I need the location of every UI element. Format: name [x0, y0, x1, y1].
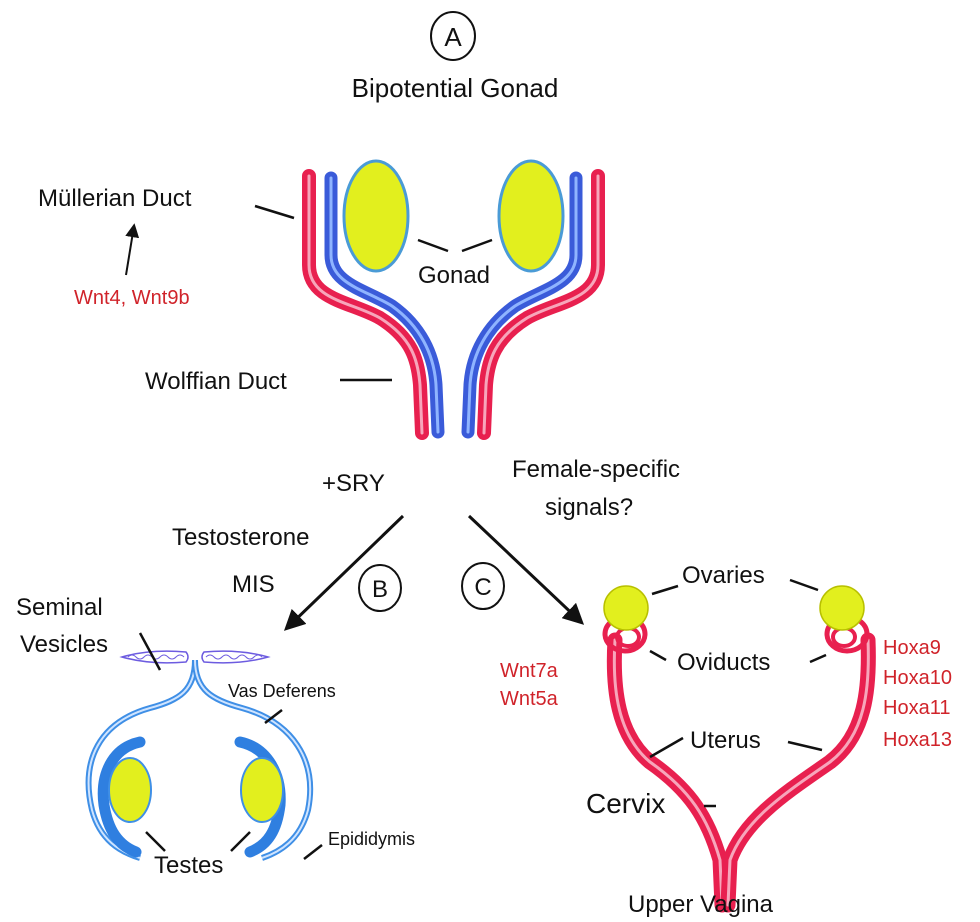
- wnt5a-label: Wnt5a: [500, 688, 559, 710]
- oviducts-label: Oviducts: [677, 649, 770, 676]
- gonad-leader-left: [417, 238, 449, 253]
- epididymis-leader: [303, 844, 323, 860]
- wnt-arrow: [125, 223, 140, 276]
- female-signals-line2: signals?: [545, 494, 633, 521]
- male-branch-arrow: [283, 514, 405, 631]
- mullerian-duct-label: Müllerian Duct: [38, 185, 192, 212]
- oviducts-leader-left: [649, 649, 667, 662]
- left-testis: [108, 757, 152, 823]
- testosterone-label: Testosterone: [172, 524, 309, 551]
- right-mullerian-highlight: [482, 174, 600, 435]
- panel-b-letter: B: [372, 576, 388, 603]
- hoxa9-label: Hoxa9: [883, 637, 941, 659]
- oviducts-leader-right: [809, 653, 827, 664]
- left-female-tract: [606, 632, 730, 913]
- gonad-label: Gonad: [418, 262, 490, 289]
- panel-a-circle: [430, 11, 476, 61]
- ovaries-leader-left: [651, 584, 679, 596]
- seminal-vesicles-line1: Seminal: [16, 594, 103, 621]
- right-vas-deferens-inner: [194, 659, 312, 859]
- right-wolffian-highlight: [466, 176, 578, 434]
- bipotential-gonad-title: Bipotential Gonad: [352, 73, 559, 103]
- wnt7a-label: Wnt7a: [500, 660, 559, 682]
- hoxa11-label: Hoxa11: [883, 697, 950, 719]
- left-mullerian-highlight: [307, 174, 424, 435]
- left-seminal-vesicle-coil: [127, 654, 185, 660]
- female-signals-line1: Female-specific: [512, 456, 680, 483]
- panel-c-female: Ovaries Oviducts Uterus Cervix Upper Vag…: [500, 562, 952, 918]
- uterus-label: Uterus: [690, 727, 761, 754]
- hoxa13-label: Hoxa13: [883, 729, 952, 751]
- cervix-label: Cervix: [586, 788, 665, 819]
- left-ducts: [302, 169, 445, 440]
- mis-label: MIS: [232, 571, 275, 598]
- sry-label: +SRY: [322, 470, 385, 497]
- wnt-signals-label: Wnt4, Wnt9b: [74, 287, 190, 309]
- gonad-leader-right: [461, 238, 493, 253]
- testes-leader-right: [230, 831, 251, 852]
- left-vas-deferens: [85, 659, 198, 861]
- vas-deferens-leader: [264, 709, 283, 724]
- right-female-tract-highlight: [726, 638, 870, 907]
- upper-vagina-label: Upper Vagina: [628, 891, 774, 918]
- seminal-vesicles-line2: Vesicles: [20, 631, 108, 658]
- panel-b-circle: [358, 564, 402, 612]
- right-seminal-vesicle: [201, 650, 271, 664]
- right-ovary: [819, 585, 865, 631]
- right-oviduct-coil-inner: [831, 626, 857, 648]
- left-gonad: [342, 159, 410, 273]
- right-gonad: [497, 159, 565, 273]
- ovaries-label: Ovaries: [682, 562, 765, 589]
- panel-c-letter: C: [474, 574, 491, 601]
- left-ovary: [603, 585, 649, 631]
- uterus-leader-left: [649, 736, 684, 759]
- ovaries-leader-right: [789, 578, 819, 592]
- seminal-leader: [138, 632, 162, 671]
- testes-label: Testes: [154, 852, 223, 879]
- right-testis: [240, 757, 284, 823]
- right-seminal-vesicle-coil: [205, 654, 263, 660]
- panel-c-circle: [461, 562, 505, 610]
- left-epididymis: [97, 736, 146, 858]
- panel-a: A Bipotential Gonad: [352, 11, 559, 103]
- right-female-tract: [720, 632, 876, 913]
- hoxa10-label: Hoxa10: [883, 667, 952, 689]
- panel-b-male: Seminal Vesicles Vas Deferens Epididymis…: [16, 594, 415, 879]
- left-wolffian-highlight: [329, 176, 440, 434]
- left-vas-deferens-inner: [87, 659, 196, 859]
- panel-a-letter: A: [444, 22, 462, 52]
- left-female-tract-highlight: [612, 638, 724, 907]
- female-branch-arrow: [467, 514, 585, 625]
- mullerian-leader: [254, 204, 295, 220]
- vas-deferens-label: Vas Deferens: [228, 681, 336, 701]
- wolffian-duct-label: Wolffian Duct: [145, 368, 287, 395]
- right-ducts: [461, 169, 605, 440]
- uterus-leader-right: [787, 740, 823, 752]
- testes-leader-left: [145, 831, 166, 852]
- epididymis-label: Epididymis: [328, 829, 415, 849]
